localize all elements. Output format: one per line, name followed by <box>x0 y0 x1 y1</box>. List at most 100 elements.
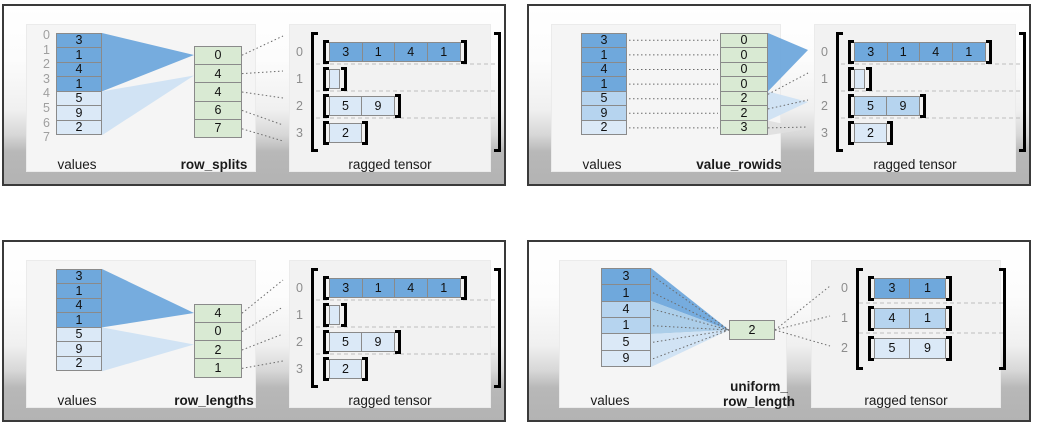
tensor-cell: 2 <box>330 124 361 142</box>
value-cell: 1 <box>57 48 101 63</box>
tensor-cell: 9 <box>910 339 945 358</box>
tensor-cell: 3 <box>855 43 888 61</box>
tensor-row-bracket <box>946 306 952 331</box>
value-cell: 1 <box>582 77 626 92</box>
partition-cell: 6 <box>195 101 241 120</box>
partition-cell: 7 <box>195 119 241 138</box>
value-cell: 3 <box>602 269 650 286</box>
value-cell: 9 <box>57 342 101 357</box>
tensor-row-index: 2 <box>296 99 303 113</box>
tensor-outer-bracket <box>856 268 863 370</box>
values-label-value-rowids: values <box>582 157 622 172</box>
tensor-row-bracket <box>887 121 893 145</box>
partition-label-row-splits: row_splits <box>180 157 248 172</box>
tensor-row-index: 2 <box>296 335 303 349</box>
tensor-row-bracket <box>395 94 401 118</box>
partition-label-uniform-row-length: uniform_ row_length <box>722 379 795 409</box>
tensor-row-bracket <box>323 357 329 381</box>
value-cell: 5 <box>602 334 650 351</box>
tensor-cell: 4 <box>920 43 953 61</box>
tensor-row-bracket <box>323 67 329 91</box>
partition-cell: 0 <box>195 47 241 66</box>
partition-cell: 0 <box>721 48 767 63</box>
tensor-row-bracket <box>461 276 467 300</box>
tensor-cell: 3 <box>875 279 911 298</box>
tensor-row-bracket <box>866 67 872 91</box>
index-tick: 6 <box>43 115 50 130</box>
value-cell: 3 <box>582 34 626 49</box>
tensor-cell: 2 <box>855 124 886 142</box>
value-cell: 9 <box>582 106 626 121</box>
tensor-row-bracket <box>323 121 329 145</box>
tensor-cell: 1 <box>362 43 395 61</box>
tensor-row-bracket <box>362 121 368 145</box>
value-cell: 4 <box>582 62 626 78</box>
tensor-row-bracket <box>341 303 347 327</box>
tensor-row-bracket <box>848 67 854 91</box>
value-cell: 4 <box>57 62 101 78</box>
index-tick: 2 <box>43 57 50 72</box>
value-cell: 5 <box>582 91 626 107</box>
value-cell: 1 <box>582 48 626 63</box>
tensor-row-bracket <box>341 67 347 91</box>
values-label-uniform-row-length: values <box>590 393 630 408</box>
tensor-row-bracket <box>848 94 854 118</box>
value-cell: 4 <box>602 301 650 318</box>
index-tick: 1 <box>43 42 50 57</box>
partition-cell: 0 <box>721 77 767 92</box>
tensor-row-index: 1 <box>821 72 828 86</box>
tensor-row-index: 0 <box>821 45 828 59</box>
tensor-outer-bracket <box>1019 32 1026 152</box>
partition-cell: 0 <box>721 34 767 49</box>
tensor-row-bracket <box>868 336 874 361</box>
tensor-row-empty <box>329 305 340 325</box>
tensor-cell: 4 <box>395 279 428 297</box>
tensor-row-bracket <box>323 330 329 354</box>
partition-cell: 4 <box>195 65 241 84</box>
tensor-cell: 3 <box>330 43 363 61</box>
partition-column-uniform-row-length: 2 <box>729 320 775 340</box>
partition-cell: 2 <box>730 321 774 339</box>
tensor-label-uniform-row-length: ragged tensor <box>864 393 948 408</box>
tensor-outer-bracket <box>494 32 501 152</box>
tensor-cell: 1 <box>952 43 985 61</box>
tensor-outer-bracket <box>311 32 318 152</box>
tensor-cell: 2 <box>330 360 361 378</box>
index-tick: 5 <box>43 101 50 115</box>
tensor-outer-bracket <box>836 32 843 152</box>
tensor-row-bracket <box>946 336 952 361</box>
tensor-cell: 4 <box>875 309 911 328</box>
value-cell: 1 <box>57 313 101 328</box>
partition-cell: 0 <box>721 62 767 78</box>
tensor-row-bracket <box>461 40 467 64</box>
partition-cell: 2 <box>721 106 767 121</box>
tensor-row-index: 3 <box>296 126 303 140</box>
tensor-row-index: 2 <box>841 341 848 355</box>
values-label-row-splits: values <box>57 157 97 172</box>
value-cell: 1 <box>57 77 101 92</box>
tensor-row-index: 0 <box>296 281 303 295</box>
value-cell: 1 <box>57 284 101 299</box>
value-cell: 5 <box>57 327 101 343</box>
tensor-cell: 1 <box>362 279 395 297</box>
tensor-row-cells: 2 <box>854 123 887 143</box>
index-tick: 4 <box>43 86 50 101</box>
